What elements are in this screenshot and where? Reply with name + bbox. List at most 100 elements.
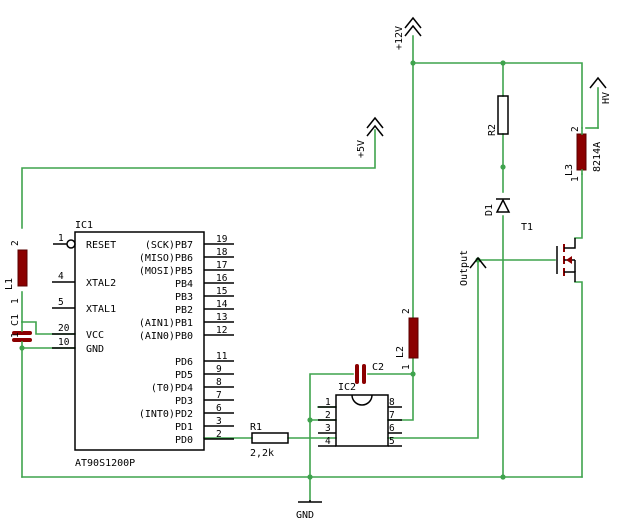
- ic1-pin-name: PD0: [175, 435, 193, 446]
- resistor-r2: R2: [487, 95, 509, 136]
- l2-pin1: 1: [401, 364, 412, 370]
- capacitor-plate-icon: [12, 331, 32, 335]
- ic1-pin-number: 14: [216, 299, 228, 310]
- supply-5v: +5V: [356, 116, 384, 158]
- gnd-symbol: GND: [296, 500, 322, 521]
- resistor-r1: R1 2,2k: [250, 422, 289, 459]
- ic2-pin-number: 2: [325, 410, 331, 421]
- output-label-group: Output: [459, 250, 487, 286]
- ic1-pin-number: 10: [58, 337, 70, 348]
- wire-5v: [21, 129, 376, 229]
- ic1-pin-number: 16: [216, 273, 228, 284]
- l3-value: 8214A: [592, 142, 603, 172]
- ic1-pin-number: 2: [216, 429, 222, 440]
- junction-dot: [500, 164, 506, 170]
- junction-dot: [410, 371, 416, 377]
- capacitor-plate-icon: [355, 364, 359, 384]
- ic1-pin-number: 17: [216, 260, 227, 271]
- inductor-l3-body: [576, 133, 587, 171]
- arrow-icon: [404, 16, 422, 29]
- ic1-pin-number: 18: [216, 247, 228, 258]
- ic2-pin-number: 6: [389, 423, 395, 434]
- inductor-l2: L2 2 1: [395, 308, 419, 370]
- ic1-ref: IC1: [75, 220, 93, 231]
- junctions: [19, 60, 506, 480]
- ic1-pin-name: PD1: [175, 422, 193, 433]
- supply-12v-label: +12V: [394, 26, 405, 50]
- ic1-pin-number: 6: [216, 403, 222, 414]
- l1-ref: L1: [4, 278, 15, 290]
- l1-pin1: 1: [10, 298, 21, 304]
- wire-source-to-gnd: [574, 281, 583, 478]
- ic1-pin-name: (AIN1)PB1: [139, 318, 193, 329]
- capacitor-c2: C2: [355, 362, 384, 384]
- ic1-pin-number: 19: [216, 234, 228, 245]
- t1-ref: T1: [521, 222, 533, 233]
- wire-output: [387, 259, 479, 439]
- ic1-pin-name: PB2: [175, 305, 193, 316]
- l2-pin2: 2: [401, 308, 412, 314]
- ic2-pin-number: 3: [325, 423, 331, 434]
- ic1: IC1 AT90S1200P 1RESET4XTAL25XTAL120VCC10…: [52, 220, 234, 469]
- l3-ref: L3: [564, 164, 575, 176]
- ic2-pin-number: 1: [325, 397, 331, 408]
- ic1-pin-number: 12: [216, 325, 227, 336]
- c1-ref: C1: [10, 314, 21, 326]
- mosfet-source-icon: [564, 271, 576, 282]
- ic1-pin-name: (AIN0)PB0: [139, 331, 193, 342]
- junction-dot: [500, 474, 506, 480]
- output-label: Output: [459, 250, 470, 286]
- capacitor-plate-icon: [362, 364, 366, 384]
- ic1-pin-name: XTAL2: [86, 278, 116, 289]
- junction-dot: [307, 474, 313, 480]
- ic1-pin-number: 1: [58, 233, 64, 244]
- ic1-pin-name: GND: [86, 344, 104, 355]
- diode-icon: [495, 198, 511, 213]
- ic1-pin-name: (MOSI)PB5: [139, 266, 193, 277]
- ic1-pin-name: PD3: [175, 396, 193, 407]
- ic2-pin-number: 5: [389, 436, 395, 447]
- r2-ref: R2: [487, 124, 498, 136]
- resistor-r1-body: [251, 432, 289, 444]
- wire-l3-to-drain: [574, 173, 583, 239]
- ic2-notch-icon: [351, 394, 373, 406]
- ic2-right-pins: 8 7 6 5: [388, 397, 402, 447]
- ic1-pin-number: 3: [216, 416, 222, 427]
- reset-inversion-icon: [66, 239, 76, 249]
- ic1-right-pins: 19(SCK)PB718(MISO)PB617(MOSI)PB516PB415P…: [139, 234, 234, 446]
- l3-pin1: 1: [570, 176, 581, 182]
- arrow-icon: [589, 76, 607, 89]
- ic1-body: [74, 231, 205, 451]
- arrow-icon: [366, 116, 384, 129]
- ic1-pin-name: (MISO)PB6: [139, 253, 193, 264]
- r1-value: 2,2k: [250, 448, 274, 459]
- supply-hv-label: HV: [601, 92, 612, 104]
- ic1-pin-number: 7: [216, 390, 222, 401]
- ic2-pin-number: 4: [325, 436, 331, 447]
- ic2-pin-number: 7: [389, 410, 395, 421]
- inductor-l2-body: [408, 317, 419, 359]
- l1-pin2: 2: [10, 240, 21, 246]
- mosfet-drain-icon: [564, 238, 576, 249]
- supply-5v-label: +5V: [356, 140, 367, 158]
- l3-pin2: 2: [570, 126, 581, 132]
- gnd-label: GND: [296, 510, 314, 521]
- c1-pin1: 1: [10, 332, 21, 338]
- ic1-pin-name: PB3: [175, 292, 193, 303]
- ic1-pin-name: (T0)PD4: [151, 383, 193, 394]
- ic1-pin-number: 5: [58, 297, 64, 308]
- ic1-pin-number: 11: [216, 351, 228, 362]
- ic1-pin-name: PD5: [175, 370, 193, 381]
- transistor-t1: T1: [521, 222, 576, 282]
- supply-12v: +12V: [394, 16, 422, 50]
- ic1-pin-number: 8: [216, 377, 222, 388]
- ic1-pin-name: XTAL1: [86, 304, 116, 315]
- ic1-pin-number: 13: [216, 312, 227, 323]
- ic2-pin-number: 8: [389, 397, 395, 408]
- ic1-pin-name: PB4: [175, 279, 193, 290]
- ic1-pin-name: RESET: [86, 240, 116, 251]
- capacitor-plate-icon: [12, 338, 32, 342]
- ic1-pin-name: (INT0)PD2: [139, 409, 193, 420]
